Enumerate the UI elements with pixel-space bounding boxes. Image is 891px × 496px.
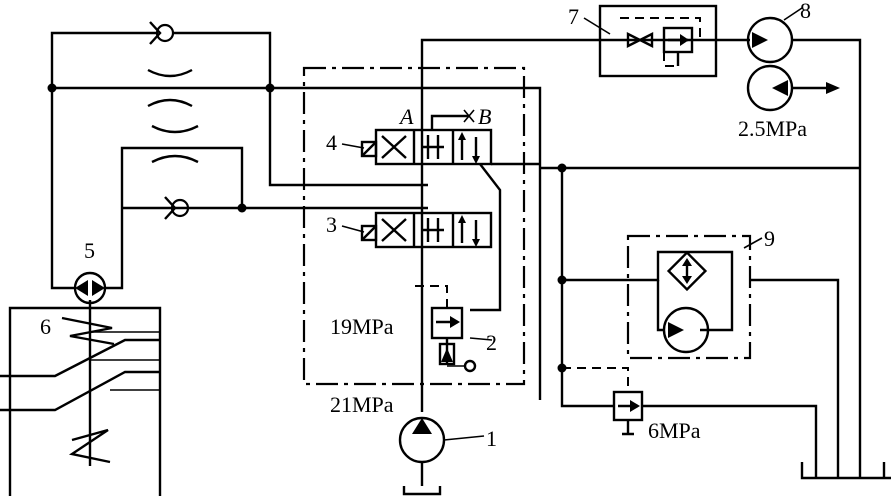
winch-drum bbox=[0, 300, 162, 496]
line-main-pressure bbox=[420, 38, 750, 412]
label-part-6: 6 bbox=[40, 314, 51, 339]
valve-7-frame bbox=[598, 4, 718, 78]
cooler-frame-9 bbox=[626, 234, 752, 360]
line-relief-2 bbox=[470, 247, 502, 312]
junction bbox=[265, 83, 275, 93]
port-b-marker bbox=[463, 109, 475, 123]
line-pump8-tank bbox=[792, 38, 862, 478]
relief-valve-6mpa bbox=[560, 168, 818, 478]
hydraulic-motor-5 bbox=[73, 271, 107, 305]
leader-2 bbox=[469, 337, 493, 341]
label-cooler-9: 9 bbox=[764, 226, 775, 251]
label-valve-4: 4 bbox=[326, 130, 337, 155]
label-pressure-6: 6MPa bbox=[648, 418, 701, 443]
label-pump-1: 1 bbox=[486, 426, 497, 451]
label-valve-3: 3 bbox=[326, 212, 337, 237]
label-relief-2: 2 bbox=[486, 330, 497, 355]
line-valve-link bbox=[479, 163, 502, 247]
label-valve-7: 7 bbox=[568, 4, 579, 29]
leader-3 bbox=[341, 225, 365, 233]
label-pressure-21: 21MPa bbox=[330, 392, 394, 417]
relief-valve-2 bbox=[410, 285, 477, 373]
check-valve-top bbox=[149, 21, 175, 45]
line-motor-right bbox=[105, 146, 428, 290]
directional-valve-3 bbox=[360, 211, 493, 249]
valve-block-frame bbox=[302, 66, 526, 386]
orifice-upper bbox=[147, 68, 193, 108]
tank bbox=[800, 462, 891, 480]
junction bbox=[237, 203, 247, 213]
orifice-lower bbox=[151, 124, 199, 164]
main-pump-1 bbox=[398, 416, 446, 496]
label-pressure-2-5: 2.5MPa bbox=[738, 116, 807, 141]
label-pressure-19: 19MPa bbox=[330, 314, 394, 339]
directional-valve-4 bbox=[360, 114, 493, 166]
cooler-filter-9 bbox=[562, 250, 840, 478]
leader-8 bbox=[783, 7, 803, 21]
pump-8 bbox=[746, 16, 840, 112]
leader-9 bbox=[743, 237, 763, 249]
line-motor-left bbox=[50, 31, 428, 290]
throttle-valve-7 bbox=[620, 17, 701, 67]
label-port-a: A bbox=[398, 104, 414, 129]
junction bbox=[47, 83, 57, 93]
line-bridge bbox=[52, 86, 542, 400]
label-pump-8: 8 bbox=[800, 0, 811, 23]
leader-1 bbox=[443, 435, 485, 441]
leader-4 bbox=[341, 143, 365, 149]
label-port-b: B bbox=[478, 104, 491, 129]
leader-7 bbox=[583, 17, 611, 35]
label-motor-5: 5 bbox=[84, 238, 95, 263]
